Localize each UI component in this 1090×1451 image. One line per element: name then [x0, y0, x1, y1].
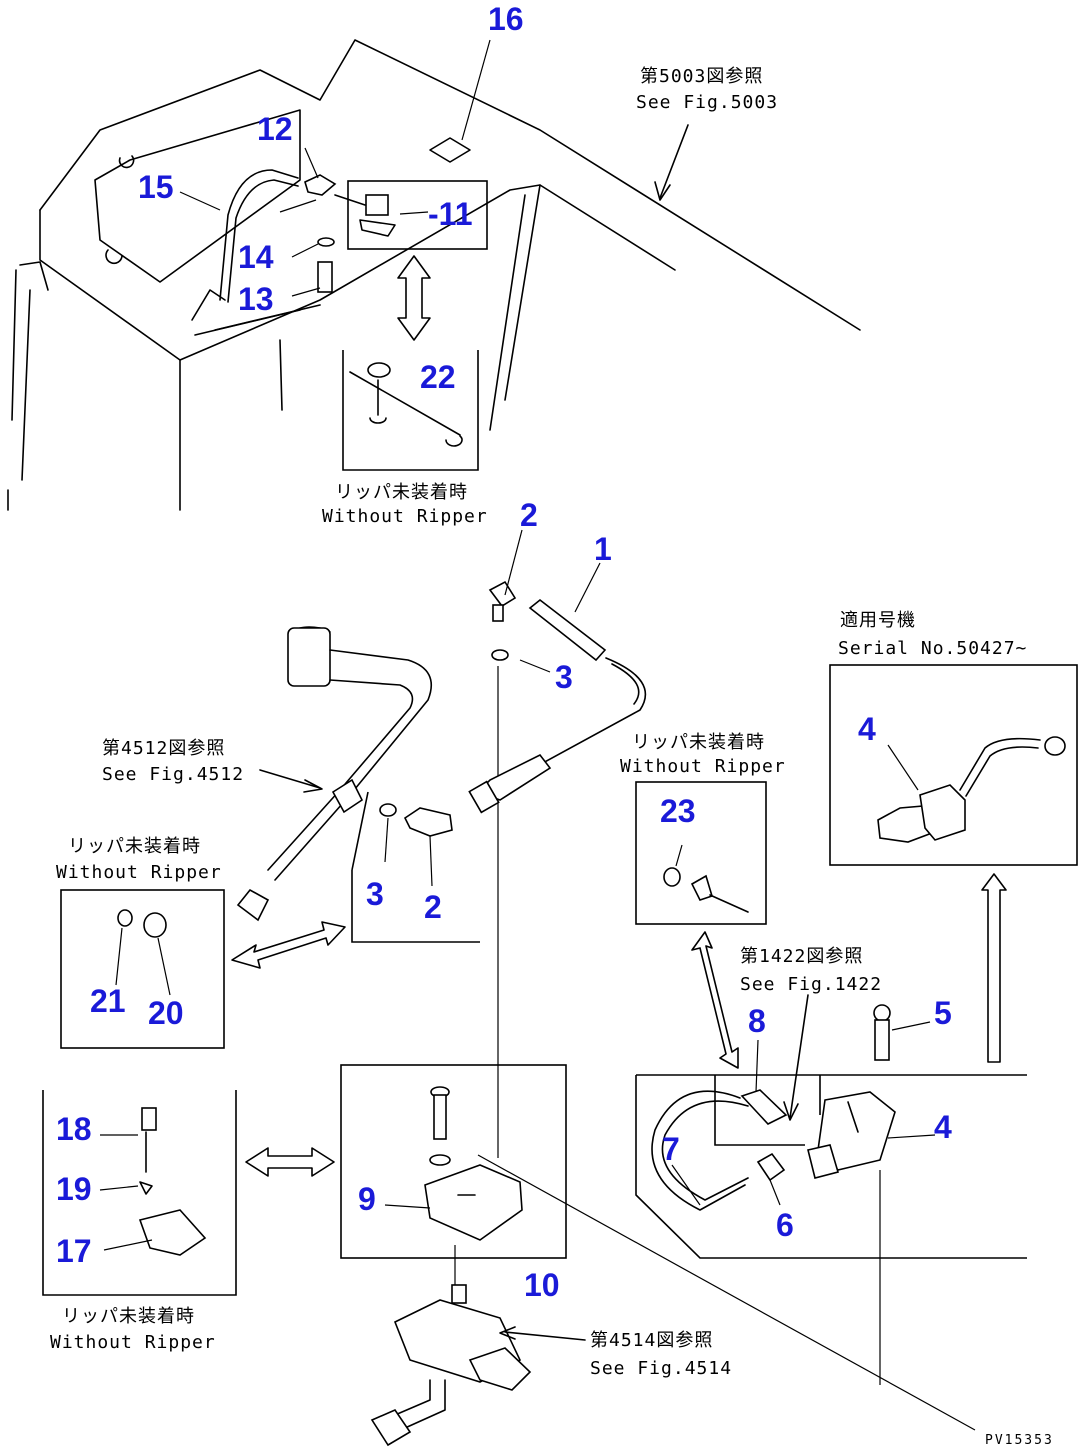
note-without-ripper-jp-4: リッパ未装着時	[62, 1306, 195, 1327]
note-fig4514-en: See Fig.4514	[590, 1358, 732, 1379]
note-fig4514-jp: 第4514図参照	[590, 1330, 713, 1351]
note-without-ripper-jp-3: リッパ未装着時	[68, 836, 201, 857]
box-serial-part-4	[829, 664, 1078, 866]
reference-notes: 第5003図参照 See Fig.5003 リッパ未装着時 Without Ri…	[50, 66, 1027, 1379]
label-part-3-top: 3	[555, 659, 573, 695]
box-part-20-21	[60, 889, 225, 1049]
label-part-4-top: 4	[858, 711, 876, 747]
note-without-ripper-en-3: Without Ripper	[56, 862, 222, 883]
arrow-up-serial	[981, 873, 1007, 1063]
label-part-17: 17	[56, 1233, 92, 1269]
box-part-22	[342, 350, 479, 471]
label-part-3-mid: 3	[366, 876, 384, 912]
label-part-21: 21	[90, 983, 126, 1019]
note-fig4512-en: See Fig.4512	[102, 764, 244, 785]
double-arrow-17-9	[245, 1147, 335, 1177]
label-part-13: 13	[238, 281, 274, 317]
box-part-9	[340, 1064, 976, 1431]
label-part-8: 8	[748, 1003, 766, 1039]
note-fig5003-jp: 第5003図参照	[640, 66, 763, 87]
label-part-7: 7	[662, 1131, 680, 1167]
cab-outline	[7, 39, 861, 511]
note-serial-en: Serial No.50427~	[838, 638, 1027, 659]
note-fig1422-jp: 第1422図参照	[740, 946, 863, 967]
label-part-4-bottom: 4	[934, 1109, 952, 1145]
note-fig1422-en: See Fig.1422	[740, 974, 882, 995]
note-without-ripper-en-2: Without Ripper	[620, 756, 786, 777]
note-without-ripper-jp-1: リッパ未装着時	[335, 482, 468, 503]
part-number-labels: 16 12 15 -11 14 13 22 2 1 3 4 23 3 2 21 …	[56, 1, 952, 1303]
label-part-5: 5	[934, 995, 952, 1031]
label-part-18: 18	[56, 1111, 92, 1147]
box-part-11	[347, 180, 488, 250]
valve-assembly	[635, 994, 1027, 1385]
pedal-assembly	[370, 1284, 586, 1447]
note-serial-jp: 適用号機	[840, 610, 916, 631]
label-part-22: 22	[420, 359, 456, 395]
label-part-2-mid: 2	[424, 889, 442, 925]
box-part-17-18-19	[42, 1090, 237, 1296]
double-arrow-23	[691, 931, 739, 1069]
double-arrow-20-mid	[231, 921, 346, 969]
label-part-23: 23	[660, 793, 696, 829]
note-fig4512-jp: 第4512図参照	[102, 738, 225, 759]
label-part-20: 20	[148, 995, 184, 1031]
label-part-16: 16	[488, 1, 524, 37]
label-part-1: 1	[594, 531, 612, 567]
label-part-11: -11	[428, 196, 472, 232]
hose-assembly	[236, 529, 647, 1158]
note-without-ripper-jp-2: リッパ未装着時	[632, 732, 765, 753]
label-part-2-top: 2	[520, 497, 538, 533]
note-without-ripper-en-1: Without Ripper	[322, 506, 488, 527]
note-without-ripper-en-4: Without Ripper	[50, 1332, 216, 1353]
note-fig5003-en: See Fig.5003	[636, 92, 778, 113]
label-part-6: 6	[776, 1207, 794, 1243]
label-part-10: 10	[524, 1267, 560, 1303]
label-part-19: 19	[56, 1171, 92, 1207]
label-part-9: 9	[358, 1181, 376, 1217]
double-arrow-11-22	[397, 255, 431, 341]
box-part-23	[635, 781, 767, 925]
label-part-12: 12	[257, 111, 293, 147]
label-part-14: 14	[238, 239, 274, 275]
drawing-code: PV15353	[985, 1433, 1054, 1448]
label-part-15: 15	[138, 169, 174, 205]
